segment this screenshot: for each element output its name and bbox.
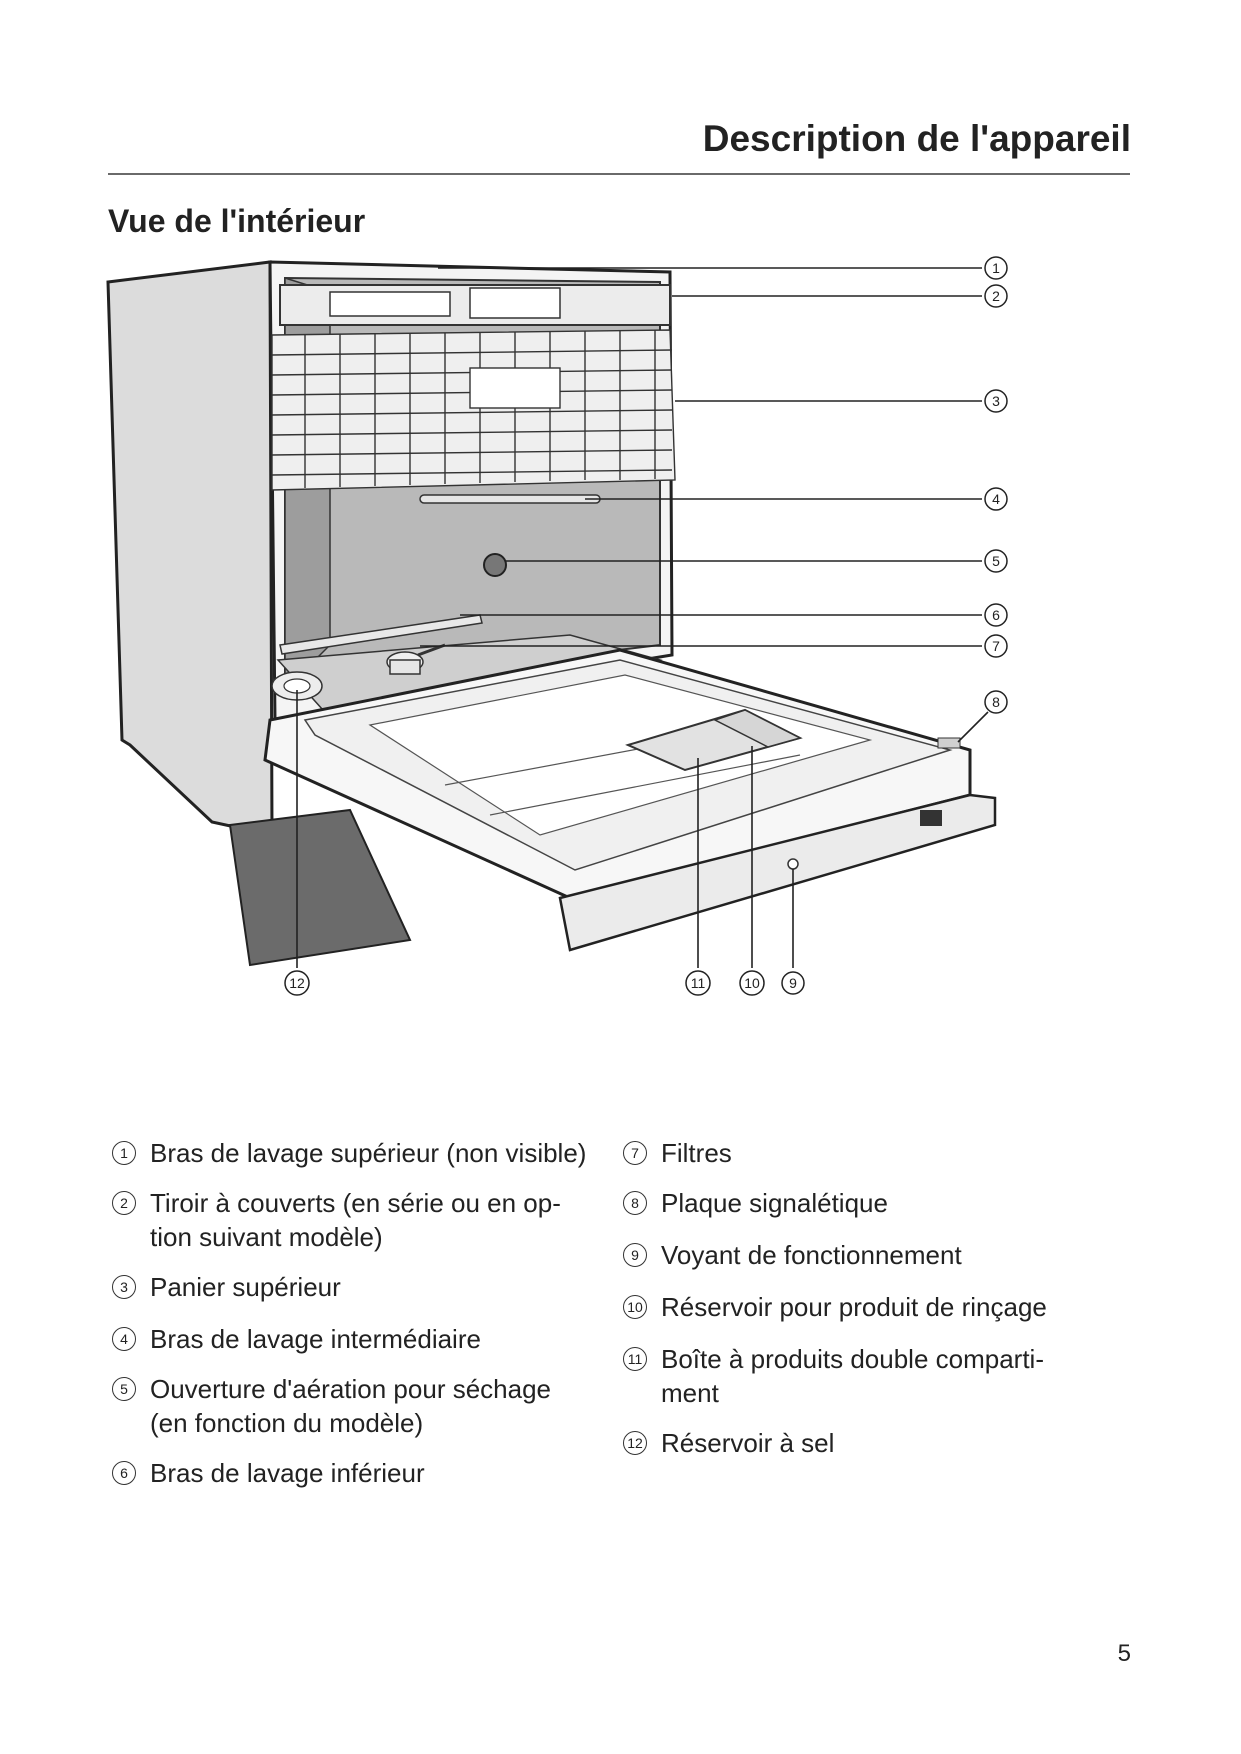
cabinet-side-panel <box>106 260 274 837</box>
svg-text:11: 11 <box>691 975 706 991</box>
callout-7: 7 <box>984 634 1008 658</box>
display <box>920 810 942 826</box>
legend-item-7: 7 Filtres <box>623 1136 1103 1170</box>
legend-text: Ouverture d'aération pour séchage (en fo… <box>150 1374 551 1438</box>
legend-text: Réservoir pour produit de rinçage <box>661 1292 1047 1322</box>
legend-item-11: 11 Boîte à produits double comparti- men… <box>623 1342 1103 1410</box>
svg-text:2: 2 <box>992 288 1000 304</box>
svg-text:4: 4 <box>992 491 1000 507</box>
legend-item-3: 3 Panier supérieur <box>112 1270 622 1304</box>
legend-number: 12 <box>623 1431 647 1455</box>
callout-3: 3 <box>984 389 1008 413</box>
legend-left-column: 1 Bras de lavage supérieur (non visible)… <box>112 1136 622 1490</box>
legend-text: Bras de lavage supérieur (non visible) <box>150 1138 587 1168</box>
legend-number: 3 <box>112 1275 136 1299</box>
intermediate-spray-arm <box>419 494 601 504</box>
cutlery-tray <box>279 284 671 326</box>
salt-reservoir <box>271 671 323 701</box>
legend-item-1: 1 Bras de lavage supérieur (non visible) <box>112 1136 622 1170</box>
legend-text: Réservoir à sel <box>661 1428 835 1458</box>
upper-basket <box>271 329 676 491</box>
callout-1: 1 <box>984 256 1008 280</box>
legend-text: Plaque signalétique <box>661 1188 888 1218</box>
svg-text:10: 10 <box>744 975 760 991</box>
legend-number: 7 <box>623 1141 647 1165</box>
page-title: Description de l'appareil <box>702 118 1131 159</box>
detergent-dispenser <box>625 708 803 772</box>
page-number: 5 <box>1117 1640 1131 1667</box>
callout-10: 10 <box>739 970 765 996</box>
callout-6: 6 <box>984 603 1008 627</box>
legend-number: 9 <box>623 1243 647 1267</box>
callout-12: 12 <box>284 970 310 996</box>
legend-item-9: 9 Voyant de fonctionnement <box>623 1238 1103 1272</box>
header-divider <box>108 173 1130 175</box>
callout-8: 8 <box>984 690 1008 714</box>
legend-item-5: 5 Ouverture d'aération pour séchage (en … <box>112 1372 622 1440</box>
callout-4: 4 <box>984 487 1008 511</box>
svg-text:12: 12 <box>289 975 305 991</box>
legend-text: Panier supérieur <box>150 1272 341 1302</box>
legend-number: 2 <box>112 1191 136 1215</box>
legend-item-8: 8 Plaque signalétique <box>623 1186 1103 1220</box>
svg-text:3: 3 <box>992 393 1000 409</box>
ventilation-opening <box>483 553 507 577</box>
cabinet-plinth <box>228 808 412 967</box>
legend-text: Bras de lavage inférieur <box>150 1458 425 1488</box>
open-door <box>263 648 997 952</box>
legend-item-4: 4 Bras de lavage intermédiaire <box>112 1322 622 1356</box>
callout-5: 5 <box>984 549 1008 573</box>
lower-spray-arm <box>279 614 483 655</box>
operation-indicator <box>787 858 799 870</box>
legend-number: 5 <box>112 1377 136 1401</box>
rinse-aid-reservoir <box>713 709 803 748</box>
legend-number: 11 <box>623 1347 647 1371</box>
filters <box>386 643 446 675</box>
legend-item-10: 10 Réservoir pour produit de rinçage <box>623 1290 1103 1324</box>
legend-number: 1 <box>112 1141 136 1165</box>
svg-text:1: 1 <box>992 260 1000 276</box>
legend-number: 10 <box>623 1295 647 1319</box>
legend-text: Bras de lavage intermédiaire <box>150 1324 481 1354</box>
callout-9: 9 <box>781 971 805 995</box>
svg-text:6: 6 <box>992 607 1000 623</box>
callout-11: 11 <box>685 970 711 996</box>
svg-text:7: 7 <box>992 638 1000 654</box>
leader-lines <box>296 267 989 968</box>
legend-number: 6 <box>112 1461 136 1485</box>
legend-text: Filtres <box>661 1138 732 1168</box>
data-plate <box>937 737 961 749</box>
legend-number: 8 <box>623 1191 647 1215</box>
svg-text:5: 5 <box>992 553 1000 569</box>
legend-number: 4 <box>112 1327 136 1351</box>
legend-item-2: 2 Tiroir à couverts (en série ou en op- … <box>112 1186 622 1254</box>
section-title: Vue de l'intérieur <box>108 203 366 239</box>
legend-item-6: 6 Bras de lavage inférieur <box>112 1456 622 1490</box>
legend-item-12: 12 Réservoir à sel <box>623 1426 1103 1460</box>
legend-text: Boîte à produits double comparti- ment <box>661 1344 1044 1408</box>
legend-text: Tiroir à couverts (en série ou en op- ti… <box>150 1188 561 1252</box>
dishwasher-interior-illustration: 1 2 3 4 5 6 7 8 <box>100 250 1140 1130</box>
callout-2: 2 <box>984 284 1008 308</box>
legend-right-column: 7 Filtres 8 Plaque signalétique 9 Voyant… <box>623 1136 1103 1460</box>
dishwasher-drawing: 1 2 3 4 5 6 7 8 <box>106 256 1008 996</box>
legend-text: Voyant de fonctionnement <box>661 1240 962 1270</box>
control-panel <box>558 793 997 952</box>
svg-text:9: 9 <box>789 975 797 991</box>
svg-text:8: 8 <box>992 694 1000 710</box>
